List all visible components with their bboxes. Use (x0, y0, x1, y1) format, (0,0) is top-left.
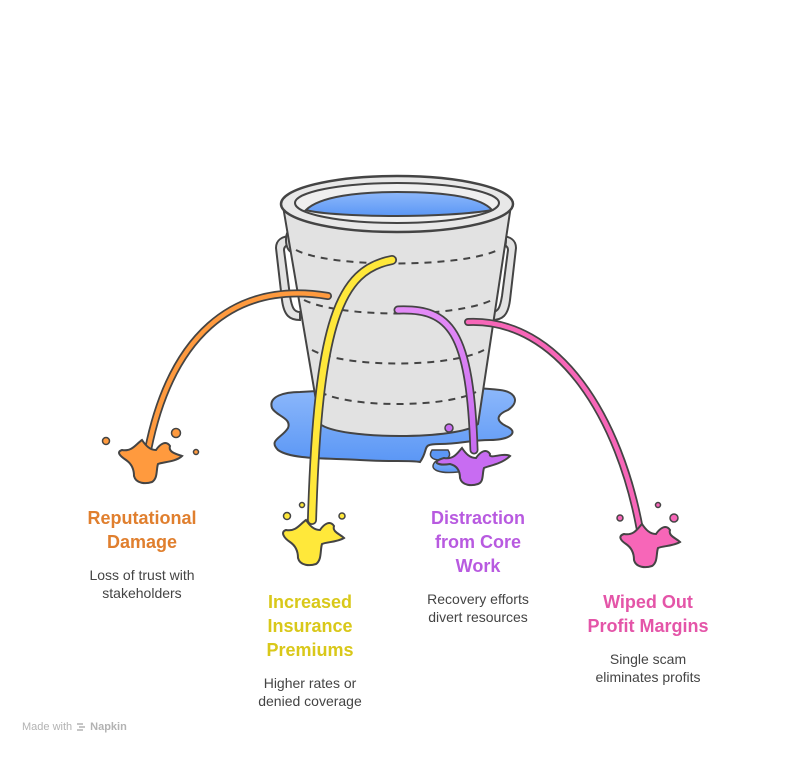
title-line: Insurance (267, 616, 353, 636)
made-with-label: Made with (22, 721, 73, 733)
napkin-brand-label: Napkin (90, 721, 127, 733)
item-title: Distraction from Core Work (398, 506, 558, 578)
purple-droplet-on-bucket (444, 423, 454, 433)
stream-distraction-fill (395, 307, 477, 453)
desc-line: Recovery efforts (427, 591, 529, 607)
napkin-logo-icon (77, 723, 86, 731)
desc-line: stakeholders (102, 585, 182, 601)
desc-line: Higher rates or (263, 675, 357, 691)
item-description: Single scam eliminates profits (568, 650, 728, 686)
item-title: Reputational Damage (62, 506, 222, 554)
splash-reputational-damage (101, 427, 200, 485)
bucket-band-1 (295, 249, 499, 265)
title-line: Profit Margins (587, 616, 709, 636)
desc-line: denied coverage (258, 693, 362, 709)
item-title: Increased Insurance Premiums (230, 590, 390, 662)
stream-wiped-out-profit-fill (465, 319, 643, 533)
desc-line: Single scam (609, 651, 687, 667)
splash-distraction (435, 446, 512, 487)
title-line: Increased (267, 592, 353, 612)
splash-wiped-out-profit (616, 501, 682, 569)
bucket-water-surface (304, 190, 494, 218)
item-wiped-out-profit-margins: Wiped Out Profit Margins Single scam eli… (568, 590, 728, 686)
item-distraction-from-core-work: Distraction from Core Work Recovery effo… (398, 506, 558, 626)
stream-reputational-damage-fill (145, 291, 331, 453)
splash-insurance (282, 501, 346, 567)
stream-insurance-fill (308, 256, 396, 524)
bucket-band-4 (319, 391, 477, 405)
desc-line: divert resources (428, 609, 528, 625)
desc-line: Loss of trust with (89, 567, 195, 583)
item-description: Loss of trust with stakeholders (62, 566, 222, 602)
item-description: Higher rates or denied coverage (230, 674, 390, 710)
item-description: Recovery efforts divert resources (398, 590, 558, 626)
item-title: Wiped Out Profit Margins (568, 590, 728, 638)
title-line: from Core (434, 532, 521, 552)
title-line: Wiped Out (603, 592, 693, 612)
desc-line: eliminates profits (595, 669, 701, 685)
title-line: Work (455, 556, 501, 576)
title-line: Reputational (87, 508, 197, 528)
title-line: Premiums (266, 640, 354, 660)
made-with-napkin-footer[interactable]: Made with Napkin (22, 721, 127, 733)
title-line: Damage (106, 532, 178, 552)
item-reputational-damage: Reputational Damage Loss of trust with s… (62, 506, 222, 602)
title-line: Distraction (430, 508, 526, 528)
item-increased-insurance-premiums: Increased Insurance Premiums Higher rate… (230, 590, 390, 710)
